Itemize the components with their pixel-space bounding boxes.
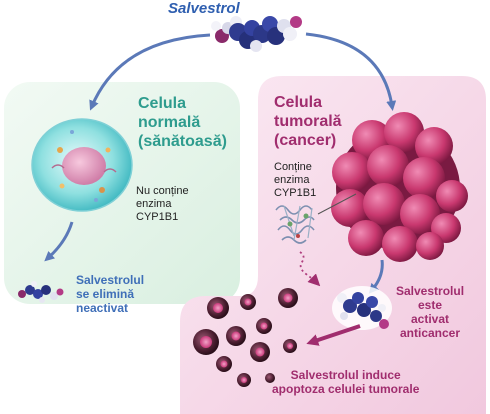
- activation-squiggle: [299, 251, 321, 287]
- cyp1b1-enzyme-icon: [275, 205, 315, 244]
- arrow-to-activated: [368, 259, 384, 294]
- salvestrol-title: Salvestrol: [168, 0, 240, 17]
- tumor-cell-icon: [331, 112, 468, 262]
- tumor-cell-heading: Celula tumorală (cancer): [274, 94, 342, 149]
- activated-salvestrol-icon: [332, 286, 392, 330]
- enzyme-pointer-line: [317, 193, 357, 215]
- eliminated-label: Salvestrolul se elimină neactivat: [76, 273, 145, 315]
- salvestrol-molecule-icon: [211, 16, 302, 52]
- normal-cell-enzyme-note: Nu conține enzima CYP1B1: [136, 185, 189, 223]
- apoptotic-bodies-icon: [193, 288, 298, 387]
- arrow-to-eliminated: [44, 221, 74, 262]
- activated-label: Salvestrolul este activat anticancer: [396, 284, 465, 340]
- apoptosis-label: Salvestrolul induce apoptoza celulei tum…: [272, 368, 420, 396]
- arrow-to-tumor-cell: [305, 32, 397, 111]
- inactive-salvestrol-icon: [18, 281, 64, 303]
- arrow-to-normal-cell: [89, 33, 211, 111]
- tumor-cell-enzyme-note: Conține enzima CYP1B1: [274, 161, 317, 199]
- normal-cell-icon: [31, 118, 133, 212]
- normal-cell-heading: Celula normală (sănătoasă): [138, 95, 227, 150]
- arrow-to-apoptosis: [306, 324, 361, 346]
